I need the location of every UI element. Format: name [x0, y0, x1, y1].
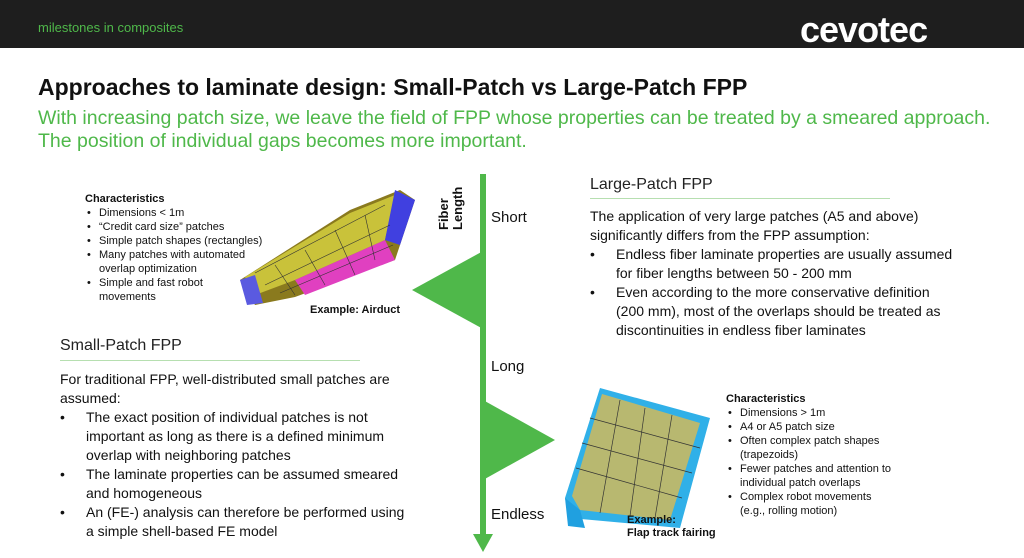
- tick-long: Long: [491, 358, 525, 375]
- large-divider: [590, 198, 890, 199]
- small-divider: [60, 360, 360, 361]
- tick-short: Short: [491, 209, 527, 226]
- small-char-item: “Credit card size” patches: [85, 220, 275, 234]
- fiber-length-axis: [412, 174, 555, 552]
- small-char-item: Many patches with automated overlap opti…: [85, 248, 275, 276]
- small-char-item: Simple patch shapes (rectangles): [85, 234, 275, 248]
- flap-track-fairing-image: [565, 388, 710, 528]
- axis-label: Fiber Length: [436, 186, 465, 230]
- airduct-image: [240, 190, 415, 305]
- large-bullet: Even according to the more conservative …: [590, 283, 960, 340]
- small-bullet: The laminate properties can be assumed s…: [60, 465, 410, 503]
- slide-subtitle: With increasing patch size, we leave the…: [38, 107, 991, 152]
- small-patch-heading: Small-Patch FPP: [60, 337, 182, 354]
- tick-endless: Endless: [491, 506, 545, 523]
- small-patch-body: For traditional FPP, well-distributed sm…: [60, 370, 410, 541]
- small-patch-triangle: [412, 250, 485, 330]
- large-patch-body: The application of very large patches (A…: [590, 207, 960, 340]
- large-intro: The application of very large patches (A…: [590, 208, 919, 243]
- small-intro: For traditional FPP, well-distributed sm…: [60, 371, 390, 406]
- slide-title: Approaches to laminate design: Small-Pat…: [38, 74, 748, 100]
- header-bar: milestones in composites cevotec: [0, 0, 1024, 48]
- tagline: milestones in composites: [38, 20, 184, 35]
- large-char-item: Dimensions > 1m: [726, 406, 916, 420]
- small-char-item: Simple and fast robot movements: [85, 276, 205, 304]
- airduct-caption: Example: Airduct: [310, 304, 401, 316]
- fairing-caption-line1: Example:: [627, 514, 676, 526]
- cevotec-logo: cevotec: [800, 9, 928, 50]
- small-char-item: Dimensions < 1m: [85, 206, 275, 220]
- large-char-item: Often complex patch shapes (trapezoids): [726, 434, 906, 462]
- large-patch-heading: Large-Patch FPP: [590, 176, 713, 193]
- small-bullet: An (FE-) analysis can therefore be perfo…: [60, 503, 410, 541]
- large-characteristics: Characteristics Dimensions > 1m A4 or A5…: [726, 392, 916, 518]
- fairing-caption-line2: Flap track fairing: [627, 527, 716, 539]
- fairing-caption: Example: Flap track fairing: [627, 514, 716, 540]
- small-char-title: Characteristics: [85, 193, 165, 205]
- large-patch-triangle: [483, 400, 555, 480]
- large-char-item: A4 or A5 patch size: [726, 420, 916, 434]
- large-char-item: Complex robot movements (e.g., rolling m…: [726, 490, 891, 518]
- large-char-item: Fewer patches and attention to individua…: [726, 462, 916, 490]
- large-bullet: Endless fiber laminate properties are us…: [590, 245, 960, 283]
- small-bullet: The exact position of individual patches…: [60, 408, 410, 465]
- small-characteristics: Characteristics Dimensions < 1m “Credit …: [85, 192, 275, 304]
- large-char-title: Characteristics: [726, 393, 806, 405]
